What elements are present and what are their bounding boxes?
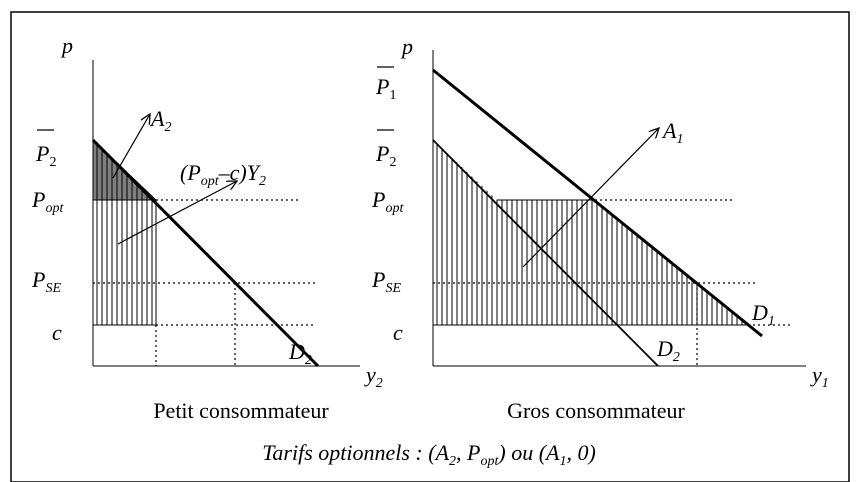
y-axis-label-left: p: [60, 33, 73, 58]
label-demand-d1: D1: [751, 300, 775, 329]
frame-border: [10, 11, 850, 482]
left-panel: p P2 Popt PSE c A2 (Popt–c)Y2 D2 y2 Peti…: [31, 33, 383, 423]
tick-label-pse-right: PSE: [371, 267, 401, 296]
label-a2: A2: [149, 106, 171, 135]
right-panel: p P1 P2 Popt PSE c A1 D1 D2 y1 Gros cons…: [371, 34, 829, 423]
caption-right: Gros consommateur: [507, 398, 685, 423]
tick-label-pbar2-right: P2: [375, 141, 396, 170]
tick-label-c-right: c: [393, 320, 403, 345]
label-a1: A1: [661, 118, 683, 147]
tick-label-popt-left: Popt: [31, 187, 64, 216]
x-axis-label-right: y1: [810, 362, 829, 391]
tick-label-pse-left: PSE: [31, 267, 61, 296]
annotation-popt-c-y2: (Popt–c)Y2: [180, 160, 266, 189]
demand-curve-d1: [432, 68, 763, 338]
x-axis-label-left: y2: [364, 362, 383, 391]
demand-curve-d2-left: [91, 138, 320, 368]
tick-label-c-left: c: [52, 320, 62, 345]
footer-caption: Tarifs optionnels : (A2, Popt) ou (A1, 0…: [262, 440, 596, 469]
demand-curve-d2-right: [432, 139, 659, 367]
tick-label-popt-right: Popt: [371, 187, 404, 216]
label-demand-d2-right: D2: [656, 336, 680, 365]
tick-label-pbar1-right: P1: [375, 74, 396, 103]
arrow-a1: [522, 128, 659, 268]
hatched-region-right: [436, 140, 748, 325]
tick-label-pbar2-left: P2: [35, 141, 56, 170]
caption-left: Petit consommateur: [153, 398, 329, 423]
arrow-popt-c-y2: [117, 181, 237, 245]
label-demand-d2-left: D2: [288, 339, 312, 368]
arrow-a2: [112, 114, 150, 179]
y-axis-label-right: p: [400, 34, 413, 59]
